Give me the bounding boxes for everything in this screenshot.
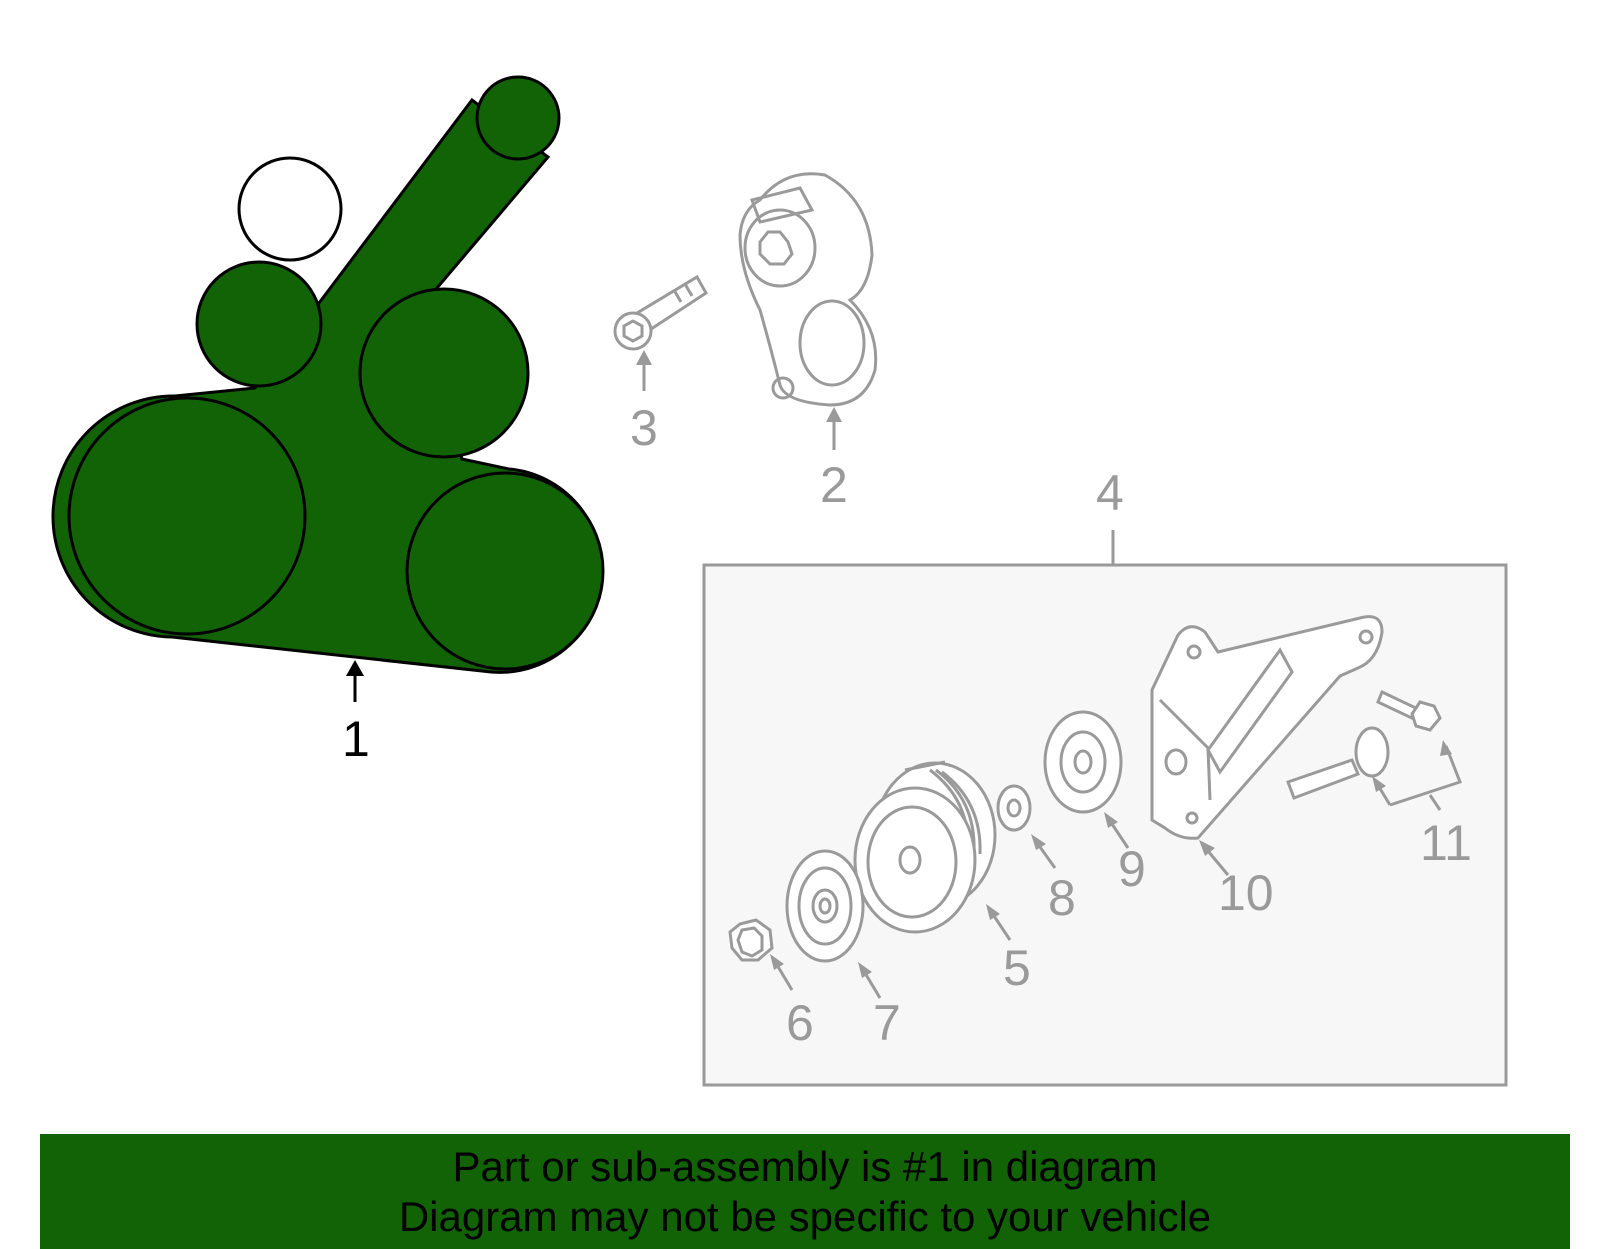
callout-9[interactable]: 9 bbox=[1104, 812, 1146, 897]
callout-10[interactable]: 10 bbox=[1199, 840, 1274, 921]
crankshaft-pulley bbox=[67, 396, 307, 636]
dust-cover-part-7[interactable] bbox=[785, 849, 865, 963]
alternator-pulley bbox=[358, 287, 530, 459]
callout-label-3: 3 bbox=[630, 400, 658, 456]
bracket-part-10[interactable] bbox=[1150, 615, 1384, 840]
callout-1[interactable]: 1 bbox=[342, 660, 370, 767]
water-pump-pulley bbox=[237, 156, 343, 262]
banner-line-1: Part or sub-assembly is #1 in diagram bbox=[452, 1142, 1158, 1190]
grooved-pulley-part-5[interactable] bbox=[853, 760, 997, 934]
belt-part-1[interactable] bbox=[51, 75, 605, 674]
callout-label-5: 5 bbox=[1003, 940, 1031, 996]
callout-label-10: 10 bbox=[1218, 865, 1274, 921]
tensioner-part-2[interactable] bbox=[738, 172, 878, 407]
callout-label-9: 9 bbox=[1118, 841, 1146, 897]
callout-6[interactable]: 6 bbox=[770, 954, 814, 1051]
callout-label-6: 6 bbox=[786, 995, 814, 1051]
bolts-part-11[interactable] bbox=[1286, 689, 1442, 800]
callout-7[interactable]: 7 bbox=[858, 962, 901, 1051]
callout-3[interactable]: 3 bbox=[630, 350, 658, 456]
pulley-part-9[interactable] bbox=[1043, 710, 1123, 814]
callout-label-7: 7 bbox=[873, 995, 901, 1051]
callout-label-11: 11 bbox=[1420, 815, 1472, 871]
callout-label-1: 1 bbox=[342, 711, 370, 767]
nut-part-6[interactable] bbox=[728, 918, 774, 962]
washer-part-8[interactable] bbox=[996, 784, 1032, 832]
callout-8[interactable]: 8 bbox=[1031, 834, 1076, 926]
banner-line-2: Diagram may not be specific to your vehi… bbox=[398, 1192, 1212, 1240]
idler-pulley bbox=[195, 260, 323, 388]
callout-label-8: 8 bbox=[1048, 870, 1076, 926]
callout-label-2: 2 bbox=[820, 457, 848, 513]
callout-2[interactable]: 2 bbox=[820, 407, 848, 513]
callout-5[interactable]: 5 bbox=[986, 904, 1031, 996]
ac-compressor-pulley bbox=[405, 471, 605, 671]
callout-label-4: 4 bbox=[1096, 465, 1124, 521]
callout-11[interactable]: 11 bbox=[1372, 740, 1472, 871]
power-steering-pulley bbox=[475, 75, 561, 161]
disclaimer-banner: Part or sub-assembly is #1 in diagram Di… bbox=[40, 1134, 1570, 1249]
bolt-part-3[interactable] bbox=[613, 274, 708, 351]
